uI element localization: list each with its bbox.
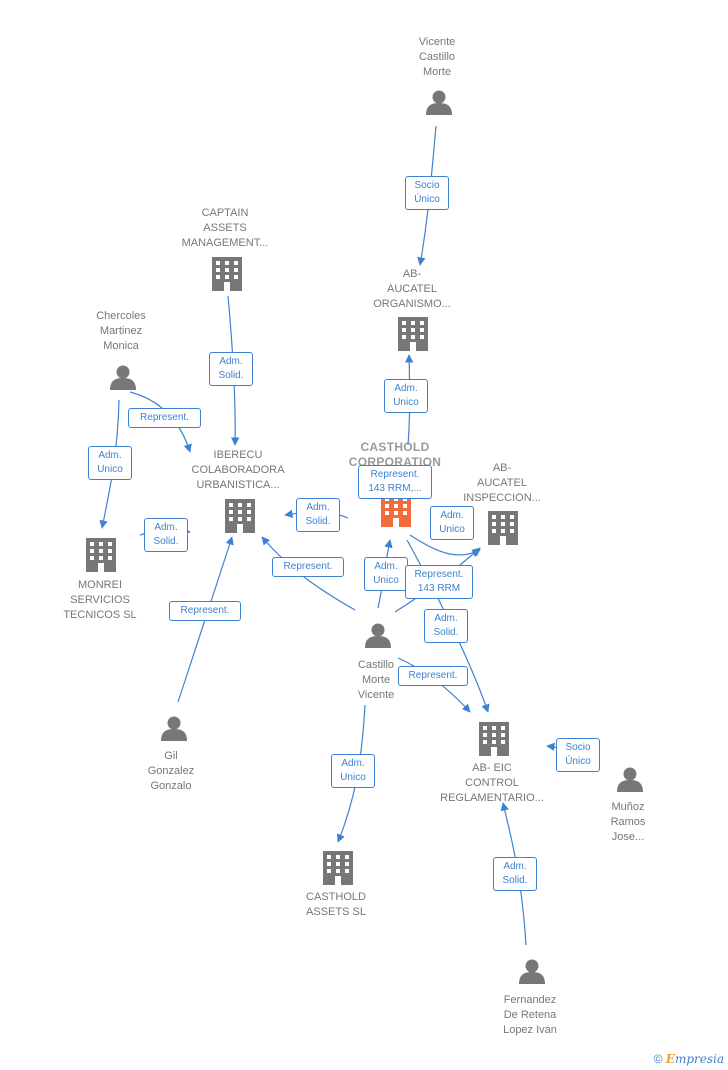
edge-label: Adm. Solid. (493, 857, 537, 891)
edge-label: Adm. Unico (364, 557, 408, 591)
node-monrei[interactable]: MONREI SERVICIOS TECNICOS SL (63, 579, 137, 621)
edge-label: Adm. Unico (88, 446, 132, 480)
edge-label: Adm. Unico (430, 506, 474, 540)
person-icon (617, 767, 643, 792)
node-ab-aucatel-inspeccion[interactable]: AB- AUCATEL INSPECCION... (463, 462, 541, 504)
building-icon (323, 851, 353, 885)
edge-label: Adm. Unico (384, 379, 428, 413)
copyright-icon: © (653, 1052, 663, 1066)
node-munoz-ramos[interactable]: Muñoz Ramos Jose... (610, 801, 646, 843)
edge-label: Represent. (128, 408, 201, 428)
node-chercoles[interactable]: Chercoles Martinez Monica (96, 310, 146, 352)
edge-label: Socio Único (556, 738, 600, 772)
node-fernandez[interactable]: Fernandez De Retena Lopez Ivan (503, 994, 557, 1036)
edge-line (261, 536, 356, 611)
edge-label: Adm. Solid. (144, 518, 188, 552)
edge-label: Represent. (169, 601, 241, 621)
brand-logo: Empresia (665, 1052, 724, 1066)
person-icon (110, 365, 136, 390)
edge-label: Adm. Unico (331, 754, 375, 788)
edge-label: Adm. Solid. (209, 352, 253, 386)
node-captain-assets[interactable]: CAPTAIN ASSETS MANAGEMENT... (181, 207, 269, 249)
node-ab-aucatel-organismo[interactable]: AB- AUCATEL ORGANISMO... (373, 268, 451, 310)
node-ab-eic[interactable]: AB- EIC CONTROL REGLAMENTARIO... (440, 762, 544, 804)
edge-label: Represent. (398, 666, 468, 686)
node-iberecu[interactable]: IBERECU COLABORADORA URBANISTICA... (191, 449, 285, 491)
edge-label: Socio Único (405, 176, 449, 210)
node-gil-gonzalez[interactable]: Gil Gonzalez Gonzalo (147, 750, 195, 792)
edge-label: Adm. Solid. (424, 609, 468, 643)
building-icon (488, 511, 518, 545)
edge-label: Represent. (272, 557, 344, 577)
person-icon (519, 959, 545, 984)
person-icon (161, 716, 187, 741)
building-icon (86, 538, 116, 572)
building-icon (212, 257, 242, 291)
edge-label: Represent. 143 RRM (405, 565, 473, 599)
node-castillo-morte-vicente[interactable]: Castillo Morte Vicente (357, 659, 395, 701)
building-icon (225, 499, 255, 533)
building-icon (479, 722, 509, 756)
footer-brand[interactable]: © Empresia (654, 1052, 724, 1066)
edge-label: Represent. 143 RRM,... (358, 465, 432, 499)
person-icon (365, 623, 391, 648)
person-icon (426, 90, 452, 115)
node-vicente-castillo[interactable]: Vicente Castillo Morte (418, 36, 456, 78)
node-casthold-assets[interactable]: CASTHOLD ASSETS SL (306, 891, 366, 918)
building-icon (398, 317, 428, 351)
edge-label: Adm. Solid. (296, 498, 340, 532)
